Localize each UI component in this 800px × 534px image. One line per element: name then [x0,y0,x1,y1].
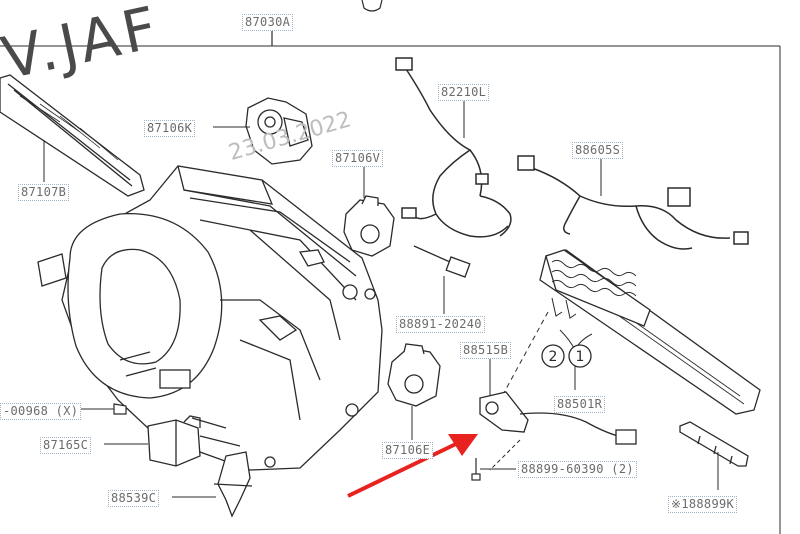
part-88515-thermistor [479,358,637,445]
top-bolt-part [271,0,383,46]
label-87165[interactable]: 87165C [40,437,92,454]
callout-one: 1 [576,349,585,365]
part-88899-screw [471,458,516,481]
label-88501[interactable]: 88501R [554,396,606,413]
part-heater-housing [37,165,383,471]
label-88539[interactable]: 88539C [108,490,160,507]
dashed-leader [499,311,549,401]
label-88891[interactable]: 88891-20240 [396,316,485,333]
part-00968-bolt [80,403,127,415]
label-87107[interactable]: 87107B [18,184,70,201]
label-00968[interactable]: -00968 (X) [0,403,82,420]
part-88605-harness [517,155,749,250]
part-87106k-actuator [213,97,313,165]
label-88899k[interactable]: ※188899K [668,496,738,513]
part-88899k-bracket [679,421,749,490]
label-88605[interactable]: 88605S [572,142,624,159]
part-88539-fitting [172,451,253,518]
callout-circles [541,344,592,390]
red-arrow-icon [347,434,478,498]
callout-circle-2 [541,344,565,368]
part-88891-sensor [413,245,471,314]
frame [0,45,781,534]
label-87030[interactable]: 87030A [242,14,294,31]
label-87106k[interactable]: 87106K [144,120,196,137]
dashed-leader-2 [489,439,521,471]
part-87107-blade [0,74,145,197]
part-87106e-actuator [387,343,441,440]
callout-two: 2 [549,349,558,365]
callout-circle-1 [568,344,592,368]
part-87165-resistor [104,415,201,467]
label-88515[interactable]: 88515B [460,342,512,359]
label-82210[interactable]: 82210L [438,84,490,101]
label-87106e[interactable]: 87106E [382,442,434,459]
label-87106v[interactable]: 87106V [332,150,384,167]
part-87106v-actuator [343,165,395,257]
label-88899-60390[interactable]: 88899-60390 (2) [518,461,637,478]
part-88501-evaporator [539,249,761,415]
part-82210-harness [395,57,512,238]
